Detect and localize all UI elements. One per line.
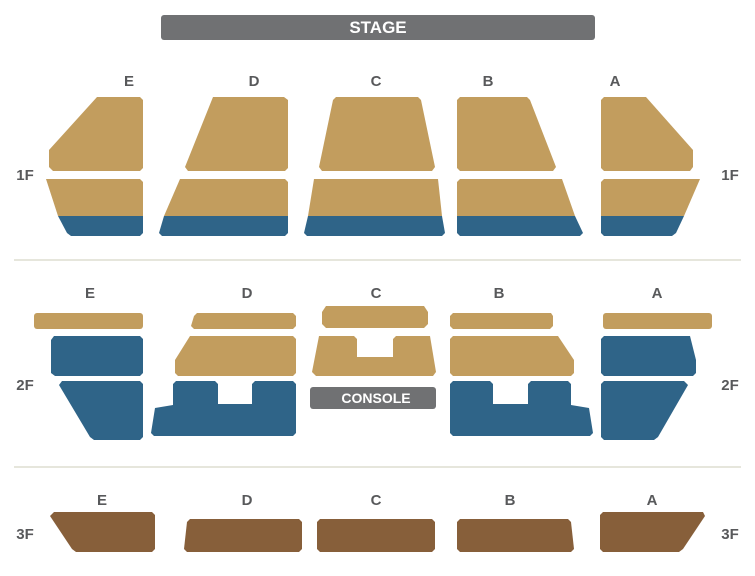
seat-area-1f-b-front[interactable] — [457, 97, 556, 171]
seat-area-2f-b-rear[interactable] — [450, 381, 593, 436]
seat-block-3f-e[interactable] — [50, 512, 155, 552]
floor-2f: 2F 2F E D C B A CONSOLE — [16, 285, 739, 440]
console: CONSOLE — [310, 387, 436, 409]
seat-block-3f-c[interactable] — [317, 519, 435, 552]
section-label-3f-c: C — [371, 492, 382, 509]
seat-area-1f-e-front[interactable] — [49, 97, 143, 171]
seat-block-2f-d[interactable] — [151, 313, 296, 436]
seat-area-1f-b-rear[interactable] — [457, 179, 575, 216]
seat-area-1f-e-rear[interactable] — [46, 179, 143, 216]
seat-block-2f-c[interactable] — [312, 306, 436, 376]
seat-area-1f-c-front[interactable] — [319, 97, 435, 171]
section-label-3f-b: B — [505, 492, 516, 509]
floor-3f: 3F 3F E D C B A — [16, 492, 739, 552]
floor-label-2f-right: 2F — [721, 377, 739, 394]
seat-area-1f-e-back[interactable] — [58, 216, 143, 236]
seat-area-1f-b-back[interactable] — [457, 216, 583, 236]
section-label-1f-c: C — [371, 73, 382, 90]
floor-label-1f-left: 1F — [16, 167, 34, 184]
seat-area-2f-a-rear[interactable] — [601, 381, 688, 440]
seat-area-2f-d-mid[interactable] — [175, 336, 296, 376]
seat-block-1f-d[interactable] — [159, 97, 288, 236]
section-label-2f-a: A — [652, 285, 663, 302]
stage-label: STAGE — [349, 18, 406, 37]
floor-1f: 1F 1F E D C B A — [16, 73, 739, 236]
seat-area-1f-d-rear[interactable] — [164, 179, 288, 216]
seat-area-2f-d-front[interactable] — [191, 313, 296, 329]
seat-block-2f-e[interactable] — [34, 313, 143, 440]
seat-area-1f-d-back[interactable] — [159, 216, 288, 236]
seat-area-2f-c-front[interactable] — [322, 306, 428, 328]
section-label-1f-b: B — [483, 73, 494, 90]
section-label-2f-e: E — [85, 285, 95, 302]
section-label-2f-d: D — [242, 285, 253, 302]
seat-area-2f-e-rear[interactable] — [59, 381, 143, 440]
section-label-1f-d: D — [249, 73, 260, 90]
seat-area-2f-a-mid[interactable] — [601, 336, 696, 376]
seat-block-1f-c[interactable] — [304, 97, 445, 236]
seat-area-2f-a-front[interactable] — [603, 313, 712, 329]
floor-label-3f-left: 3F — [16, 526, 34, 543]
section-label-2f-c: C — [371, 285, 382, 302]
seat-area-1f-c-back[interactable] — [304, 216, 445, 236]
seat-block-3f-a[interactable] — [600, 512, 705, 552]
seat-block-3f-b[interactable] — [457, 519, 574, 552]
console-label: CONSOLE — [341, 390, 410, 406]
floor-label-1f-right: 1F — [721, 167, 739, 184]
seat-block-2f-b[interactable] — [450, 313, 593, 436]
seat-area-2f-b-mid[interactable] — [450, 336, 574, 376]
stage: STAGE — [161, 15, 595, 40]
seat-block-1f-e[interactable] — [46, 97, 143, 236]
console-bar — [310, 387, 436, 409]
floor-label-2f-left: 2F — [16, 377, 34, 394]
seat-block-1f-a[interactable] — [601, 97, 700, 236]
section-label-2f-b: B — [494, 285, 505, 302]
section-label-1f-a: A — [610, 73, 621, 90]
seat-area-1f-c-rear[interactable] — [308, 179, 442, 216]
section-label-1f-e: E — [124, 73, 134, 90]
seat-block-1f-b[interactable] — [457, 97, 583, 236]
section-label-3f-d: D — [242, 492, 253, 509]
section-label-3f-a: A — [647, 492, 658, 509]
seat-area-2f-b-front[interactable] — [450, 313, 553, 329]
stage-bar — [161, 15, 595, 40]
seat-area-1f-a-back[interactable] — [601, 216, 684, 236]
seat-block-3f-d[interactable] — [184, 519, 302, 552]
section-label-3f-e: E — [97, 492, 107, 509]
seat-area-2f-c-mid[interactable] — [312, 336, 436, 376]
floor-label-3f-right: 3F — [721, 526, 739, 543]
seat-block-2f-a[interactable] — [601, 313, 712, 440]
seat-area-1f-a-rear[interactable] — [601, 179, 700, 216]
seat-area-2f-e-mid[interactable] — [51, 336, 143, 376]
seat-area-1f-a-front[interactable] — [601, 97, 693, 171]
seat-area-2f-e-front[interactable] — [34, 313, 143, 329]
seat-area-2f-d-rear[interactable] — [151, 381, 296, 436]
seat-area-1f-d-front[interactable] — [185, 97, 288, 171]
